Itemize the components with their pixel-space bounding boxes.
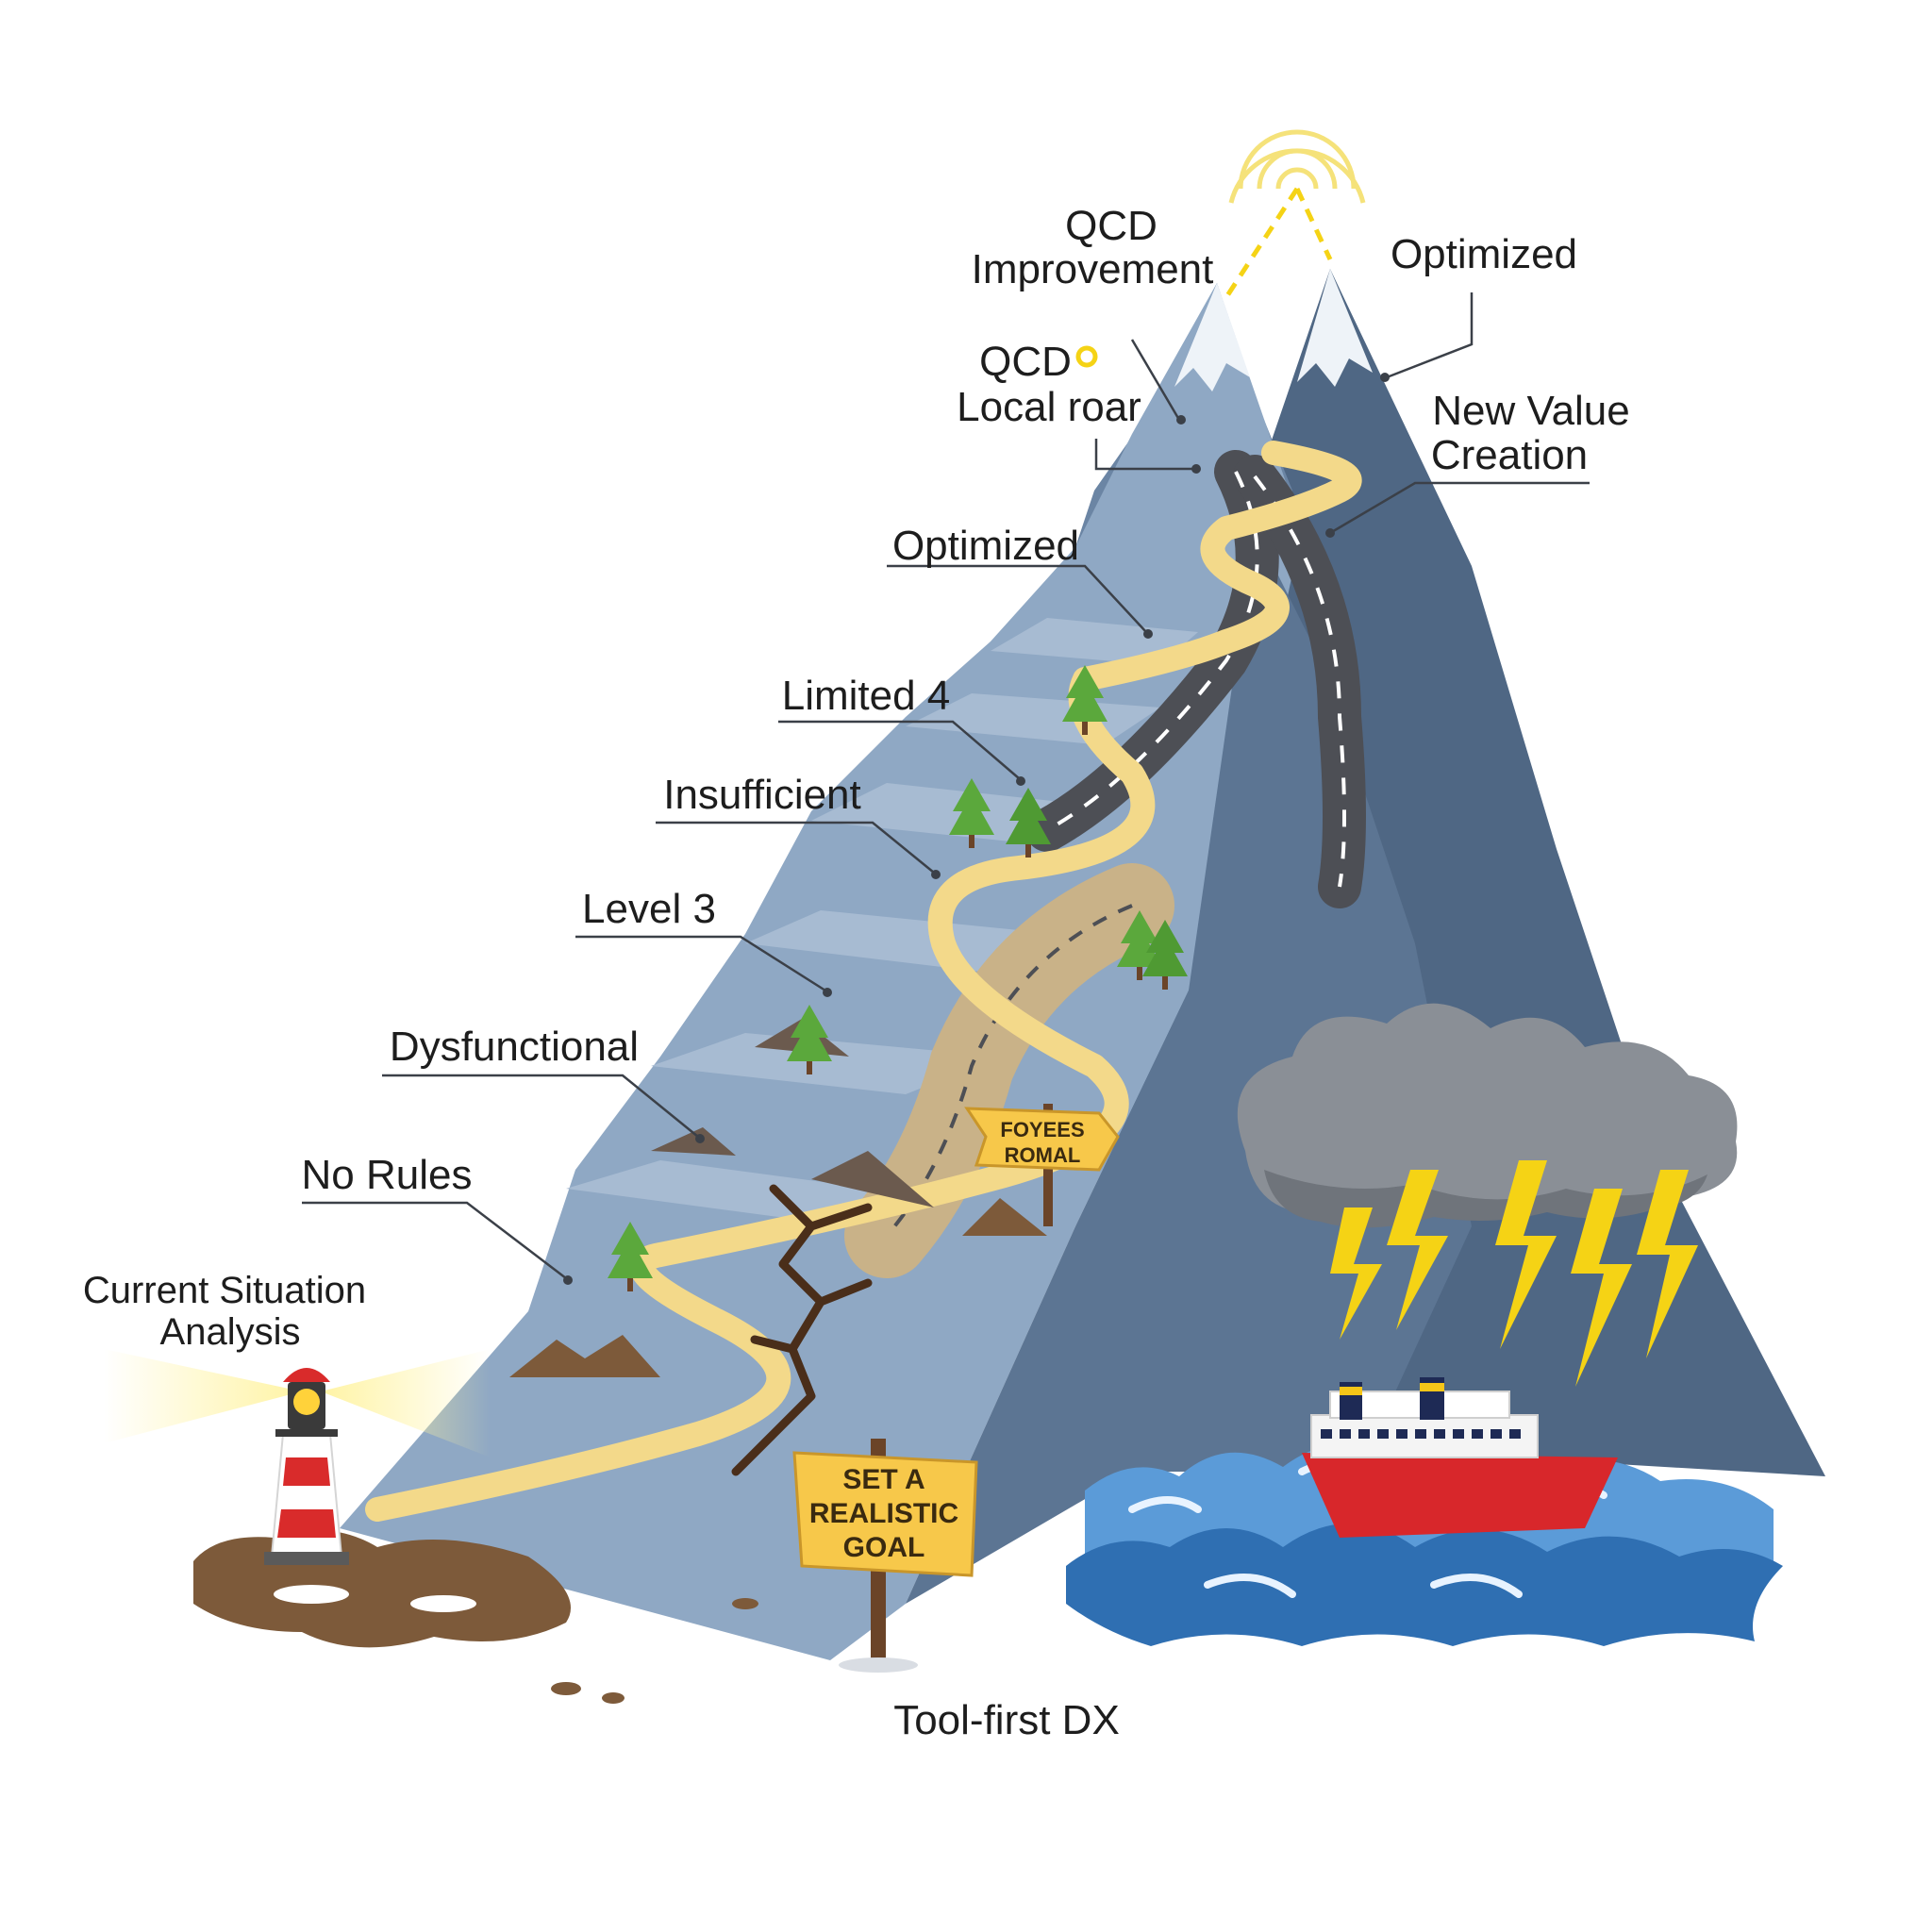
lightning-bolt-3 bbox=[1495, 1160, 1557, 1349]
beam-right bbox=[321, 1349, 491, 1457]
ship-funnel-2-band bbox=[1420, 1383, 1444, 1391]
label-optimized-mid: Optimized bbox=[892, 523, 1079, 569]
beam-left bbox=[104, 1349, 302, 1443]
ship bbox=[1302, 1377, 1618, 1538]
sign-upper: FOYEES ROMAL bbox=[964, 1104, 1120, 1226]
label-tool-first: Tool-first DX bbox=[893, 1697, 1120, 1743]
trees bbox=[608, 665, 1188, 1291]
label-optimized-top: Optimized bbox=[1391, 231, 1577, 277]
lighthouse-roof bbox=[283, 1368, 330, 1382]
lighthouse-base bbox=[264, 1552, 349, 1565]
label-qcd-improvement-1: QCD bbox=[1065, 203, 1158, 249]
label-level3: Level 3 bbox=[582, 886, 716, 932]
tree-4 bbox=[1142, 920, 1188, 990]
rock-pile-3 bbox=[651, 1127, 736, 1156]
leader-qcd-improvement bbox=[1130, 339, 1181, 421]
tree-2 bbox=[787, 1005, 832, 1074]
signal-beam-left bbox=[1224, 187, 1300, 299]
leader-optimized-mid bbox=[887, 564, 1147, 633]
sign-lower-post-shadow bbox=[839, 1657, 918, 1673]
rock-pile-2 bbox=[811, 1151, 934, 1208]
stage-labels: QCD Improvement Optimized QCD Local roar… bbox=[83, 203, 1630, 1743]
lighthouse-lamp bbox=[293, 1389, 320, 1415]
label-no-rules: No Rules bbox=[302, 1152, 473, 1198]
label-insufficient: Insufficient bbox=[663, 772, 861, 818]
shore-puddle-2 bbox=[410, 1595, 476, 1612]
snow-cap-left bbox=[1174, 283, 1250, 391]
shore-pebble-3 bbox=[732, 1598, 758, 1609]
leader-new-value bbox=[1329, 481, 1590, 535]
signal-arc-3 bbox=[1238, 129, 1357, 190]
terrace-2 bbox=[651, 1033, 1000, 1094]
lightning-bolt-1 bbox=[1330, 1208, 1382, 1340]
lightning-bolt-5 bbox=[1637, 1170, 1698, 1358]
label-limited: Limited 4 bbox=[782, 673, 951, 719]
lightning-bolt-2 bbox=[1387, 1170, 1448, 1330]
highway-centerline-left bbox=[1046, 471, 1259, 832]
signal-arc-4 bbox=[1228, 148, 1366, 204]
leader-insufficient bbox=[656, 821, 935, 874]
shore-puddle-1 bbox=[274, 1585, 349, 1604]
label-qcd-local-2: Local roar bbox=[957, 384, 1141, 430]
rock-pile-1 bbox=[509, 1335, 660, 1377]
leader-dysfunctional bbox=[382, 1074, 699, 1138]
ship-hull bbox=[1302, 1453, 1618, 1538]
leader-no-rules bbox=[302, 1201, 567, 1279]
sea-front-waves bbox=[1066, 1524, 1783, 1646]
dirt-road-centerline bbox=[885, 904, 1133, 1238]
sign-upper-line2: ROMAL bbox=[1005, 1143, 1081, 1167]
signal-arc-1 bbox=[1275, 167, 1319, 190]
sign-upper-board bbox=[964, 1107, 1120, 1172]
label-qcd-local-1: QCD bbox=[979, 339, 1072, 385]
sign-lower: SET A REALISTIC GOAL bbox=[792, 1439, 978, 1673]
tree-6 bbox=[1006, 788, 1051, 858]
label-new-value-2: Creation bbox=[1431, 432, 1588, 478]
snow-cap-right bbox=[1297, 269, 1373, 387]
lighthouse-stripe-1 bbox=[283, 1457, 330, 1486]
lighthouse-gallery bbox=[275, 1429, 338, 1437]
lightning-bolts bbox=[1330, 1160, 1698, 1387]
label-dysfunctional: Dysfunctional bbox=[390, 1024, 639, 1070]
lighthouse bbox=[104, 1349, 491, 1565]
sign-lower-line3: GOAL bbox=[843, 1532, 925, 1563]
tree-5 bbox=[949, 778, 994, 848]
sign-lower-line1: SET A bbox=[842, 1464, 924, 1495]
label-current-1: Current Situation bbox=[83, 1270, 366, 1311]
ground-crack bbox=[731, 1184, 873, 1476]
lightning-bolt-4 bbox=[1571, 1189, 1632, 1387]
storm-cloud-body bbox=[1237, 1003, 1738, 1224]
location-pin-icon bbox=[1075, 345, 1098, 368]
terrace-3 bbox=[745, 910, 1057, 972]
sign-lower-board bbox=[792, 1451, 978, 1577]
label-current-2: Analysis bbox=[160, 1311, 301, 1353]
label-new-value-1: New Value bbox=[1432, 388, 1630, 434]
leader-level3 bbox=[575, 935, 826, 992]
rock-pile-5 bbox=[962, 1198, 1047, 1236]
shore-pebble-2 bbox=[602, 1692, 625, 1704]
winding-path bbox=[365, 441, 1362, 1522]
leader-limited bbox=[778, 720, 1020, 779]
lighthouse-tower bbox=[270, 1433, 343, 1557]
leader-lines bbox=[302, 292, 1590, 1285]
highway-centerline-right bbox=[1253, 475, 1346, 888]
lighthouse-stripe-2 bbox=[277, 1509, 336, 1538]
summit-signal-icon bbox=[1224, 129, 1366, 299]
ship-funnel-1-band bbox=[1340, 1387, 1362, 1395]
sign-lower-line2: REALISTIC bbox=[809, 1498, 958, 1529]
label-qcd-improvement-2: Improvement bbox=[972, 246, 1214, 292]
tree-7 bbox=[1062, 665, 1108, 735]
ship-windows bbox=[1321, 1429, 1521, 1439]
signal-beam-right bbox=[1294, 187, 1333, 261]
leader-qcd-local bbox=[1094, 439, 1196, 471]
sign-upper-line1: FOYEES bbox=[1000, 1118, 1084, 1141]
shore-pebble-1 bbox=[551, 1682, 581, 1695]
tree-1 bbox=[608, 1222, 653, 1291]
leader-optimized-top bbox=[1386, 292, 1474, 379]
